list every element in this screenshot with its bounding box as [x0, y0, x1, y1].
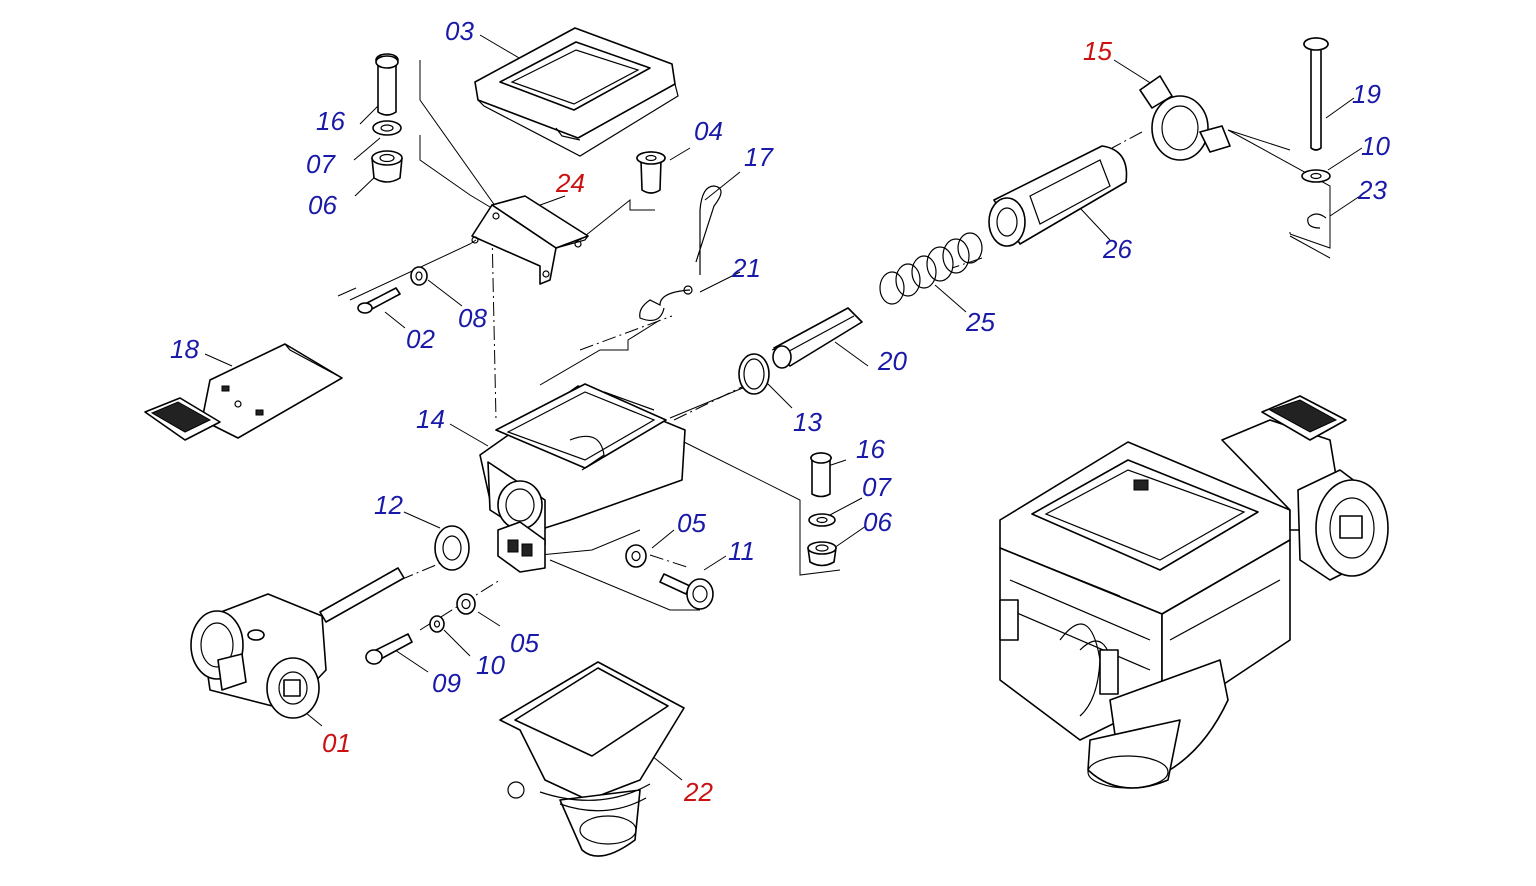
part-label-16-top: 16	[316, 106, 345, 136]
part-07-washer-right	[808, 513, 836, 527]
part-16-pin-right	[810, 452, 832, 498]
part-13-oring	[738, 353, 770, 395]
part-label-26: 26	[1102, 234, 1132, 264]
part-label-25: 25	[965, 307, 995, 337]
part-03-cover	[474, 27, 679, 157]
part-04-bushing	[636, 151, 666, 194]
part-23-clip	[1307, 213, 1327, 229]
part-label-04: 04	[694, 116, 723, 146]
part-label-02: 02	[406, 324, 435, 354]
part-label-20: 20	[877, 346, 907, 376]
part-05-nut-left	[456, 593, 476, 615]
part-18-plate	[144, 343, 343, 441]
part-label-16-right: 16	[856, 434, 885, 464]
part-label-03: 03	[445, 16, 474, 46]
part-label-11: 11	[728, 536, 755, 566]
part-24-bracket	[471, 195, 589, 285]
part-16-pin-top	[375, 53, 399, 116]
part-label-10-left: 10	[476, 650, 505, 680]
part-02-screw	[357, 287, 401, 314]
part-label-17: 17	[744, 142, 774, 172]
part-14-body	[479, 383, 686, 573]
part-19-pin	[1303, 37, 1329, 151]
part-label-08: 08	[458, 303, 487, 333]
part-label-15: 15	[1083, 36, 1112, 66]
part-06-nut-right	[807, 541, 837, 567]
assembled-unit	[999, 395, 1389, 789]
part-07-washer-top	[372, 120, 402, 136]
part-label-21: 21	[731, 253, 761, 283]
part-label-12: 12	[374, 490, 403, 520]
part-label-19: 19	[1352, 79, 1381, 109]
part-09-screw	[365, 633, 413, 665]
part-12-seal	[434, 525, 470, 571]
part-label-07-top: 07	[306, 149, 336, 179]
part-15-coupling	[1139, 75, 1231, 161]
part-label-07-right: 07	[862, 472, 892, 502]
part-label-18: 18	[170, 334, 199, 364]
part-06-nut-top	[371, 150, 403, 183]
part-label-05-left: 05	[510, 628, 539, 658]
part-25-springs	[879, 232, 983, 305]
part-label-22: 22	[683, 777, 713, 807]
part-22-funnel	[499, 661, 685, 857]
part-label-06-right: 06	[863, 507, 892, 537]
part-21-wire	[639, 285, 693, 321]
part-10-washer-right	[1301, 169, 1331, 183]
part-label-09: 09	[432, 668, 461, 698]
part-20-shaft	[772, 307, 863, 369]
part-label-23: 23	[1357, 175, 1387, 205]
part-26-sleeve	[988, 145, 1128, 247]
part-labels: 01 02 03 04 05 05 06 06 07 07 08 09 10 1…	[170, 16, 1390, 807]
part-label-10-right: 10	[1361, 131, 1390, 161]
part-label-06-top: 06	[308, 190, 337, 220]
part-label-01: 01	[322, 728, 351, 758]
part-label-13: 13	[793, 407, 822, 437]
part-01-fitting	[190, 567, 405, 719]
part-11-bolt	[659, 573, 714, 610]
part-08-washer	[410, 266, 428, 286]
part-label-24: 24	[555, 168, 585, 198]
part-05-nut-right	[625, 544, 647, 568]
part-label-14: 14	[416, 404, 445, 434]
part-10-washer-left	[429, 615, 445, 633]
part-label-05-right: 05	[677, 508, 706, 538]
part-17-clip	[695, 185, 722, 275]
